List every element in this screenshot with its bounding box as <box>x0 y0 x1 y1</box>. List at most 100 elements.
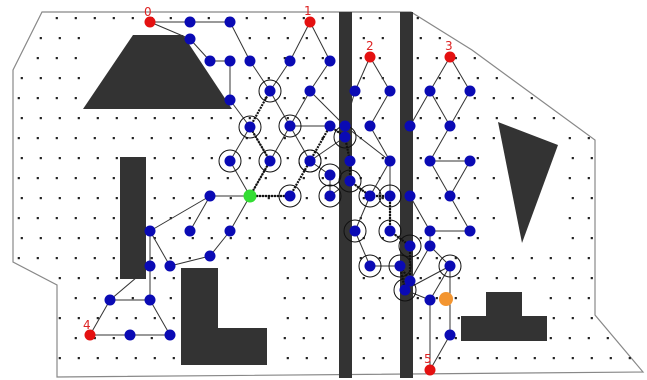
grid-dot <box>55 137 58 140</box>
grid-dot <box>568 297 571 300</box>
grid-dot <box>77 197 80 200</box>
grid-dot <box>131 297 134 300</box>
grid-dot <box>207 17 210 20</box>
grid-dot <box>267 237 270 240</box>
roadmap-edge <box>269 90 291 127</box>
grid-dot <box>58 357 61 360</box>
path-node-ring <box>378 184 402 208</box>
grid-dot <box>454 97 457 100</box>
grid-dot <box>435 297 438 300</box>
roadmap-node <box>344 155 356 167</box>
grid-dot <box>286 317 289 320</box>
path-edge <box>289 160 311 197</box>
grid-dot <box>115 197 118 200</box>
grid-dot <box>20 237 23 240</box>
grid-dot <box>514 357 517 360</box>
grid-dot <box>381 157 384 160</box>
roadmap-edge <box>289 125 311 162</box>
roadmap-node <box>164 260 176 272</box>
grid-dot <box>435 217 438 220</box>
grid-dot <box>39 157 42 160</box>
grid-dot <box>286 357 289 360</box>
grid-dot <box>473 57 476 60</box>
grid-dot <box>150 137 153 140</box>
start-node <box>243 189 257 203</box>
grid-dot <box>188 137 191 140</box>
grid-dot <box>283 337 286 340</box>
grid-dot <box>359 297 362 300</box>
grid-dot <box>571 357 574 360</box>
roadmap-node <box>184 16 196 28</box>
grid-dot <box>169 177 172 180</box>
label-3: 3 <box>445 39 453 53</box>
grid-dot <box>381 277 384 280</box>
grid-dot <box>457 357 460 360</box>
grid-dot <box>549 337 552 340</box>
grid-dot <box>93 257 96 260</box>
grid-dot <box>587 257 590 260</box>
grid-dot <box>172 237 175 240</box>
grid-dot <box>283 97 286 100</box>
grid-dot <box>283 257 286 260</box>
grid-dot <box>153 117 156 120</box>
obstacle-trapezoid <box>83 35 232 109</box>
grid-dot <box>153 237 156 240</box>
grid-dot <box>207 217 210 220</box>
grid-dot <box>283 137 286 140</box>
roadmap-edge <box>229 21 251 62</box>
labeled-node-2 <box>364 51 376 63</box>
grid-dot <box>58 197 61 200</box>
grid-dot <box>378 337 381 340</box>
grid-dot <box>590 357 593 360</box>
grid-dot <box>609 357 612 360</box>
grid-dot <box>153 357 156 360</box>
grid-dot <box>495 117 498 120</box>
roadmap-node <box>364 120 376 132</box>
grid-dot <box>112 257 115 260</box>
grid-dot <box>302 97 305 100</box>
roadmap-edge <box>309 136 346 162</box>
roadmap-edge <box>229 99 251 128</box>
grid-dot <box>321 337 324 340</box>
grid-dot <box>419 357 422 360</box>
grid-dot <box>438 317 441 320</box>
grid-dot <box>264 257 267 260</box>
roadmap-edge <box>269 60 291 92</box>
goal-node <box>439 292 453 306</box>
grid-dot <box>93 177 96 180</box>
roadmap-node <box>394 260 406 272</box>
grid-dot <box>362 197 365 200</box>
roadmap-edge <box>354 195 371 232</box>
grid-dot <box>74 17 77 20</box>
obstacle-l-shape <box>181 268 267 365</box>
roadmap-node <box>204 190 216 202</box>
grid-dot <box>96 277 99 280</box>
grid-dot <box>112 137 115 140</box>
grid-dot <box>210 117 213 120</box>
grid-dot <box>359 57 362 60</box>
grid-dot <box>476 277 479 280</box>
grid-dot <box>131 137 134 140</box>
grid-dot <box>454 257 457 260</box>
grid-dot <box>590 157 593 160</box>
roadmap-edge <box>449 195 471 232</box>
grid-dot <box>74 297 77 300</box>
roadmap-edge <box>429 56 451 92</box>
roadmap-node <box>264 85 276 97</box>
grid-dot <box>55 97 58 100</box>
grid-dot <box>55 17 58 20</box>
roadmap-node <box>384 190 396 202</box>
grid-dot <box>321 257 324 260</box>
roadmap-node <box>144 260 156 272</box>
roadmap-node <box>284 190 296 202</box>
grid-dot <box>321 57 324 60</box>
grid-dot <box>571 277 574 280</box>
roadmap-edge <box>429 90 451 127</box>
grid-dot <box>283 177 286 180</box>
grid-dot <box>571 197 574 200</box>
grid-dot <box>229 197 232 200</box>
grid-dot <box>74 337 77 340</box>
roadmap-edge <box>429 125 451 162</box>
obstacle-wall-1 <box>339 12 352 378</box>
grid-dot <box>36 137 39 140</box>
